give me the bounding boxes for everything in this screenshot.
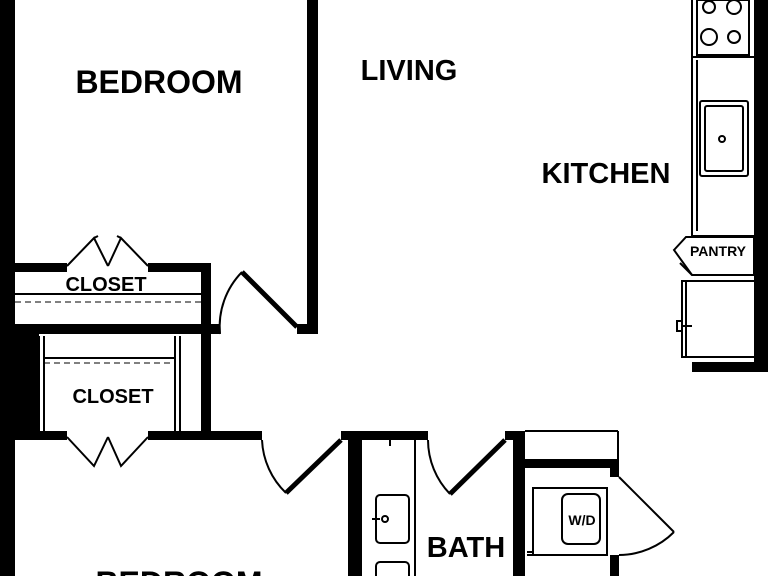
kitchen-ledge-wall bbox=[692, 362, 768, 372]
laundry-top-wall bbox=[525, 459, 618, 468]
closet-top-wall-left bbox=[15, 263, 67, 272]
kitchen-sink bbox=[699, 100, 749, 177]
kitchen-label: KITCHEN bbox=[542, 158, 671, 190]
closet-right-wall bbox=[201, 263, 211, 440]
pantry-label: PANTRY bbox=[690, 243, 747, 259]
washer-dryer-unit bbox=[561, 493, 601, 545]
closet-divider-wall bbox=[15, 324, 220, 334]
bedroom-door-jamb bbox=[297, 324, 318, 334]
right-exterior-wall bbox=[754, 0, 768, 372]
closet-top-bifold-door bbox=[66, 235, 149, 267]
lower-wall-right bbox=[341, 431, 428, 440]
closet-top-label: CLOSET bbox=[65, 274, 146, 296]
bath-left-wall bbox=[348, 431, 362, 576]
bath-label: BATH bbox=[427, 532, 505, 564]
bedroom-bottom-label: BEDROOM bbox=[95, 565, 262, 576]
closet-middle-bifold-door bbox=[66, 436, 149, 468]
closet-middle-label: CLOSET bbox=[72, 386, 153, 408]
washer-dryer-label: W/D bbox=[568, 512, 595, 528]
bath-right-wall bbox=[513, 431, 525, 576]
bedroom-bottom-door bbox=[261, 438, 343, 495]
bath-door bbox=[427, 438, 507, 496]
bedroom-top-door bbox=[218, 270, 299, 335]
pantry-door bbox=[672, 236, 755, 276]
middle-closet-left-wall bbox=[15, 334, 39, 434]
closet-top-wall-right bbox=[148, 263, 210, 272]
left-exterior-wall bbox=[0, 0, 15, 576]
middle-closet-shelving bbox=[38, 336, 181, 431]
refrigerator bbox=[676, 280, 758, 358]
lower-wall-left bbox=[15, 431, 67, 440]
stove bbox=[696, 0, 750, 56]
lower-wall-mid bbox=[148, 431, 262, 440]
bath-vanity bbox=[372, 440, 416, 576]
bedroom-living-partition bbox=[307, 0, 318, 334]
bedroom-top-label: BEDROOM bbox=[75, 64, 242, 100]
laundry-right-jamb bbox=[610, 459, 619, 477]
living-label: LIVING bbox=[361, 55, 458, 87]
washer-dryer-box bbox=[532, 487, 608, 556]
laundry-area bbox=[525, 430, 675, 576]
